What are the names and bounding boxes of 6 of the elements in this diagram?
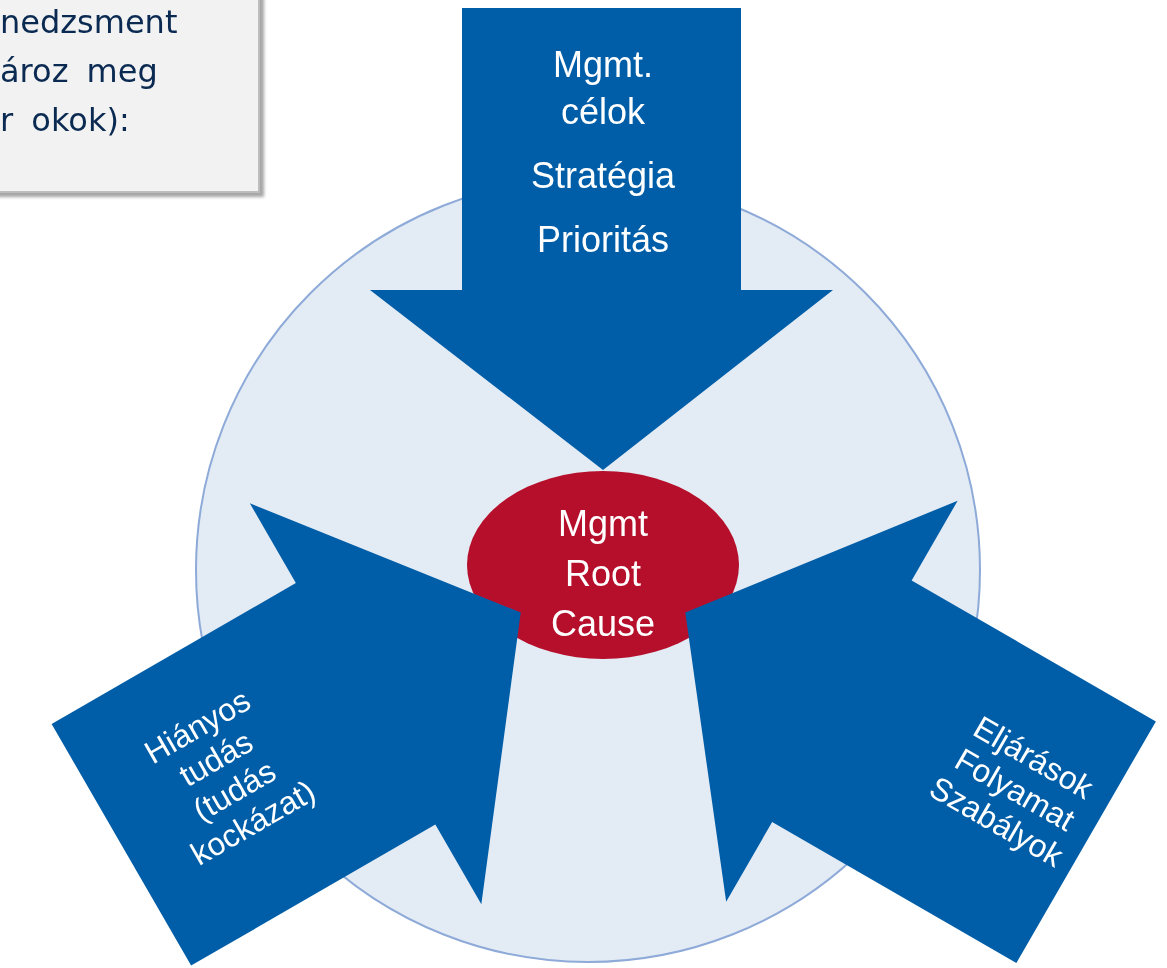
note-text: nedzsment ároz meg r okok): (0, 2, 179, 141)
arrow-label: Mgmt. célok (552, 43, 654, 134)
arrow-label: Prioritás (536, 218, 670, 262)
arrow-label: Stratégia (529, 154, 677, 198)
center-label: Mgmt Root Cause (549, 502, 657, 646)
note-box (0, 0, 260, 193)
